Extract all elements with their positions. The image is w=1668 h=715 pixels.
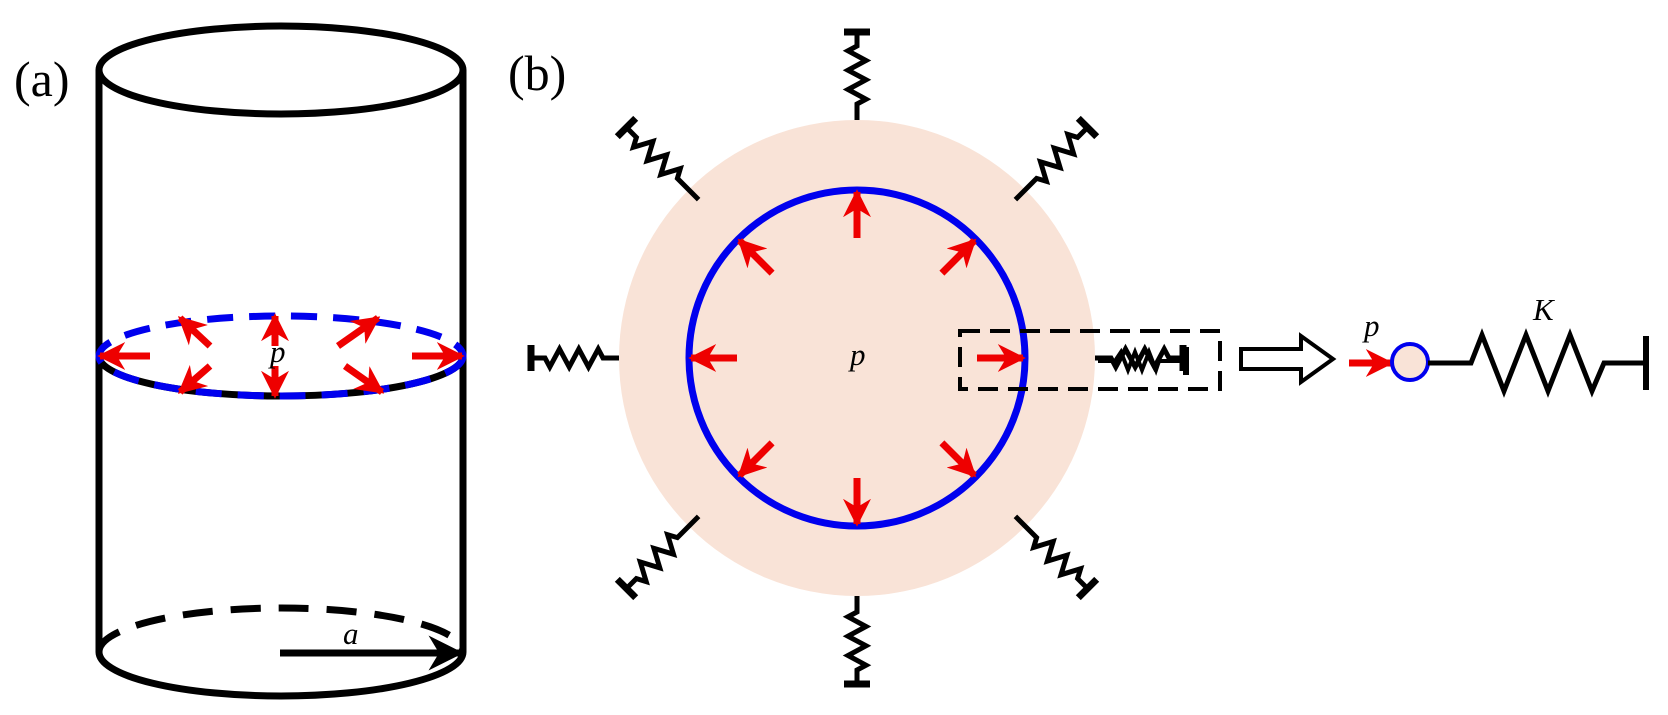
spring (842, 596, 872, 684)
spring (1013, 125, 1090, 202)
inset-spring (1428, 328, 1644, 398)
spring-ground (1075, 115, 1100, 140)
pressure-label-a: p (268, 334, 286, 369)
spring (624, 125, 701, 202)
cylinder-bottom-back (95, 604, 467, 653)
radial-springs (527, 28, 1189, 688)
stiffness-label: K (1532, 292, 1556, 327)
spring-ground (614, 115, 639, 140)
pressure-arrow (939, 440, 977, 478)
spring (531, 343, 619, 373)
spring-ground (614, 576, 639, 601)
inset-highlight-box (958, 329, 1222, 391)
inset-model: p K (1349, 292, 1649, 398)
panel-b: (b) p p K (508, 28, 1649, 688)
spring (1013, 514, 1090, 591)
spring-ground (1075, 576, 1100, 601)
pressure-arrow (737, 440, 775, 478)
pressure-arrow (177, 363, 213, 395)
boxed-spring (1098, 346, 1184, 376)
pressure-arrow (737, 238, 775, 276)
inset-node (1390, 342, 1430, 382)
panel-a-label: (a) (14, 51, 70, 107)
radius-label: a (343, 616, 359, 651)
pressure-label-b: p (848, 337, 866, 372)
cylinder-top (95, 22, 467, 118)
spring (624, 514, 701, 591)
pressure-arrow (342, 363, 385, 395)
pressure-arrows-a (97, 313, 465, 399)
panel-b-label: (b) (508, 45, 566, 101)
pressure-arrow (939, 238, 977, 276)
pressure-arrow (177, 315, 213, 349)
pressure-arrow (335, 315, 381, 349)
inset-pressure-label: p (1362, 308, 1380, 343)
outline-arrow (1239, 332, 1337, 386)
panel-a: (a) p a (14, 22, 467, 700)
spring (842, 32, 872, 120)
cylinder-bottom-front (95, 651, 467, 700)
pressure-arrows-b (688, 189, 1026, 527)
